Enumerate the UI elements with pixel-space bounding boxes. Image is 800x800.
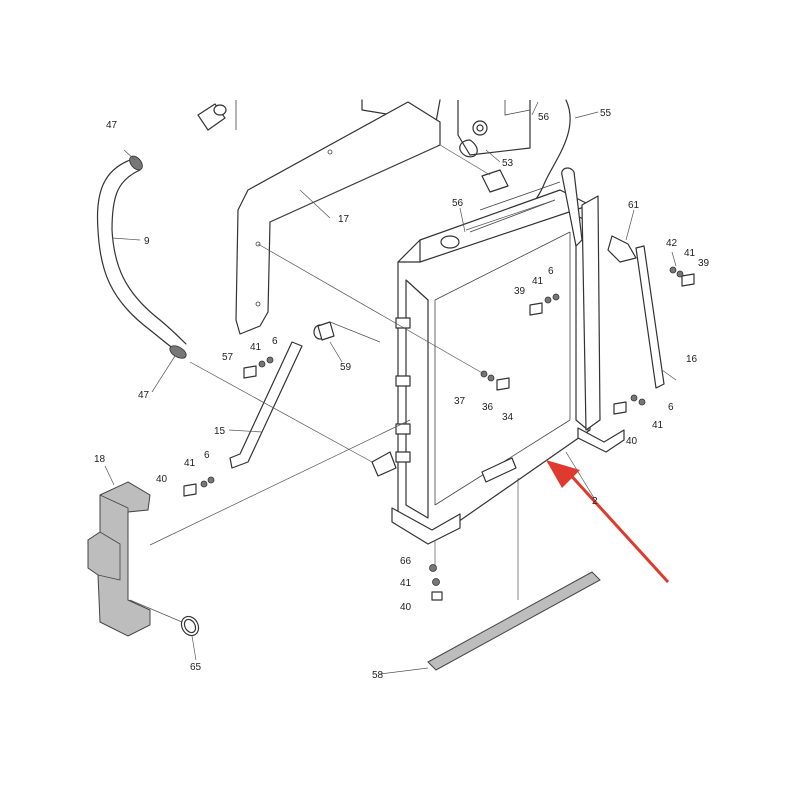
label-65: 65 bbox=[190, 662, 202, 673]
label-6-left-bottom: 6 bbox=[204, 450, 210, 461]
part-labels: 47 9 47 17 56 55 53 56 61 42 41 39 39 41… bbox=[94, 108, 710, 681]
label-41-bottom: 41 bbox=[400, 578, 412, 589]
label-17: 17 bbox=[338, 214, 350, 225]
label-39-right: 39 bbox=[698, 258, 710, 269]
label-18: 18 bbox=[94, 454, 106, 465]
seal-strip bbox=[427, 571, 601, 671]
label-40-left: 40 bbox=[156, 474, 168, 485]
label-40-bottom: 40 bbox=[400, 602, 412, 613]
label-61: 61 bbox=[628, 200, 640, 211]
label-59: 59 bbox=[340, 362, 352, 373]
label-39-center: 39 bbox=[514, 286, 526, 297]
label-6-right-bottom: 6 bbox=[668, 402, 674, 413]
label-57: 57 bbox=[222, 352, 234, 363]
label-56-center: 56 bbox=[452, 198, 464, 209]
leader-lines bbox=[104, 101, 677, 675]
stay-rod-left bbox=[229, 341, 303, 469]
top-fitting bbox=[197, 100, 237, 131]
o-ring bbox=[180, 615, 200, 637]
label-47-bottom: 47 bbox=[138, 390, 150, 401]
label-55: 55 bbox=[600, 108, 612, 119]
label-16: 16 bbox=[686, 354, 698, 365]
radiator-core bbox=[371, 169, 591, 541]
upper-frame-panel bbox=[235, 99, 441, 335]
label-47-top: 47 bbox=[106, 120, 118, 131]
label-41-right-top: 41 bbox=[684, 248, 696, 259]
label-37: 37 bbox=[454, 396, 466, 407]
label-36: 36 bbox=[482, 402, 494, 413]
label-41-center: 41 bbox=[532, 276, 544, 287]
label-56-top: 56 bbox=[538, 112, 550, 123]
label-9: 9 bbox=[144, 236, 150, 247]
label-6-left-top: 6 bbox=[272, 336, 278, 347]
red-arrow bbox=[546, 460, 670, 584]
label-53: 53 bbox=[502, 158, 514, 169]
label-34: 34 bbox=[502, 412, 514, 423]
label-58: 58 bbox=[372, 670, 384, 681]
upper-hose bbox=[96, 155, 187, 359]
expansion-tank bbox=[457, 100, 531, 158]
label-41-right-bottom: 41 bbox=[652, 420, 664, 431]
label-41-left-top: 41 bbox=[250, 342, 262, 353]
label-6-center: 6 bbox=[548, 266, 554, 277]
label-42: 42 bbox=[666, 238, 678, 249]
label-40-right: 40 bbox=[626, 436, 638, 447]
right-side-frame bbox=[561, 167, 637, 431]
radiator-feet bbox=[391, 427, 625, 545]
hardware-bolts bbox=[183, 266, 695, 601]
label-41-left-bottom: 41 bbox=[184, 458, 196, 469]
label-2: 2 bbox=[592, 496, 598, 507]
stay-rod-right bbox=[635, 245, 665, 389]
bushing bbox=[313, 321, 335, 341]
label-66: 66 bbox=[400, 556, 412, 567]
fan-shroud bbox=[87, 481, 151, 637]
label-15: 15 bbox=[214, 426, 226, 437]
